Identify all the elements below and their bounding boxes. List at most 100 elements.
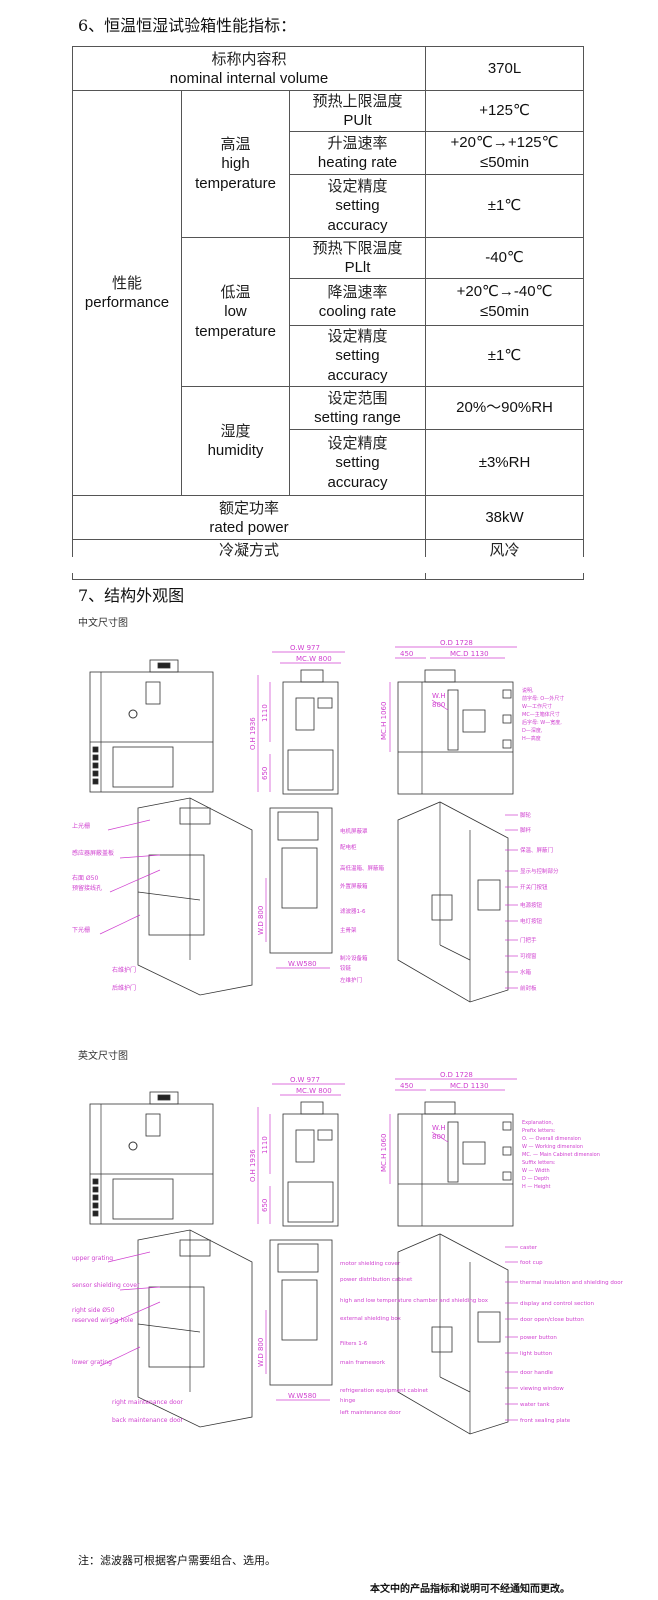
drawing-label: right maintenance door	[112, 1399, 183, 1406]
drawing-label: 800	[432, 1133, 445, 1141]
drawing-subtitle-zh: 中文尺寸图	[78, 618, 128, 629]
drawing-label: motor shielding cover	[340, 1261, 401, 1267]
drawing-label: D—深度,	[522, 727, 543, 734]
top-unit	[424, 669, 456, 683]
side-view-body	[89, 1103, 214, 1225]
drawing-label: 电机屏蔽罩	[340, 827, 368, 835]
drawing-label: water tank	[520, 1402, 550, 1408]
param-value: +20℃→-40℃≤50min	[425, 278, 585, 326]
param-value: +125℃	[425, 90, 585, 132]
param-value: ±1℃	[425, 325, 585, 387]
drawing-label: W — Working dimension	[522, 1144, 583, 1150]
vent	[92, 1186, 99, 1193]
duct	[447, 689, 459, 751]
drawing-label: O.H 1936	[249, 1149, 257, 1182]
hinge-icon	[502, 1121, 512, 1131]
wiring-hole-icon	[128, 1141, 138, 1151]
iso-right-body	[397, 801, 509, 1003]
filter-box	[431, 1326, 453, 1353]
volume-value: 370L	[425, 46, 585, 91]
drawing-label: W.H	[432, 1124, 446, 1132]
drawing-label: viewing window	[520, 1386, 564, 1392]
drawing-label: W.D 800	[257, 1338, 265, 1367]
vent	[92, 1194, 99, 1201]
drawing-label: external shielding box	[340, 1316, 402, 1322]
param-value: -40℃	[425, 237, 585, 279]
drawing-label: 说明,	[522, 687, 534, 694]
line	[107, 819, 151, 831]
viewing-window	[477, 879, 501, 911]
hinge-icon	[502, 1146, 512, 1156]
drawing-label: W — Width	[522, 1168, 550, 1174]
lower-section	[287, 1181, 334, 1223]
drawing-label: 上光栅	[72, 822, 90, 830]
line	[137, 1323, 201, 1333]
note: 注：滤波器可根据客户需要组合、选用。	[78, 1554, 276, 1567]
vent	[92, 1178, 99, 1185]
param-value: ±3%RH	[425, 429, 585, 496]
drawing-label: H—高度	[522, 735, 541, 742]
chamber	[281, 847, 318, 909]
panel	[145, 681, 161, 705]
door	[112, 1178, 174, 1220]
display	[317, 697, 333, 709]
drawing-label: thermal insulation and shielding door	[520, 1280, 624, 1286]
iso-left-body	[137, 1229, 253, 1428]
drawing-label: power distribution cabinet	[340, 1277, 413, 1283]
line	[99, 1346, 141, 1367]
top-unit	[179, 807, 211, 825]
drawing-label: 门把手	[520, 936, 537, 944]
hinge-icon	[502, 689, 512, 699]
footer-disclaimer: 本文中的产品指标和说明可不经通知而更改。	[370, 1584, 570, 1595]
vent	[92, 1202, 99, 1209]
drawing-label: 450	[400, 1082, 413, 1090]
drawing-label: W.W580	[288, 960, 317, 968]
drawing-label: O.D 1728	[440, 1071, 473, 1079]
lower-section	[287, 749, 334, 791]
vent-grid	[277, 1243, 319, 1273]
drawing-label: 外置屏蔽箱	[340, 882, 368, 890]
top-unit	[300, 669, 324, 683]
drawing-label: 右维护门	[112, 966, 136, 974]
vent	[92, 754, 99, 761]
panel	[145, 1113, 161, 1137]
page-break	[70, 557, 590, 573]
vent	[92, 770, 99, 777]
drawing-label: caster	[520, 1245, 538, 1251]
chamber	[281, 1279, 318, 1341]
vent-grid	[277, 811, 319, 841]
drawing-label: back maintenance door	[112, 1417, 184, 1424]
power-value: 38kW	[425, 495, 585, 540]
rear-view-body	[397, 681, 514, 795]
top-unit	[179, 1239, 211, 1257]
drawing-label: MC—主箱体尺寸	[522, 711, 560, 718]
drawing-label: 650	[261, 1199, 269, 1212]
line	[109, 1301, 161, 1325]
drawing-label: 450	[400, 650, 413, 658]
drawing-label: door handle	[520, 1370, 554, 1376]
inner-view-body	[269, 807, 333, 954]
drawing-label: 1110	[261, 1136, 269, 1154]
drawing-label: MC.D 1130	[450, 1082, 489, 1090]
drawing-label: left maintenance door	[340, 1410, 402, 1416]
param-value: 20%～90%RH	[425, 386, 585, 430]
drawing-label: O.W 977	[290, 1076, 320, 1084]
display	[317, 1129, 333, 1141]
drawing-label: D — Depth	[522, 1176, 549, 1182]
cooling-unit	[462, 1141, 486, 1165]
drawing-label: main framework	[340, 1360, 386, 1366]
drawing-label: O. — Overall dimension	[522, 1136, 581, 1142]
